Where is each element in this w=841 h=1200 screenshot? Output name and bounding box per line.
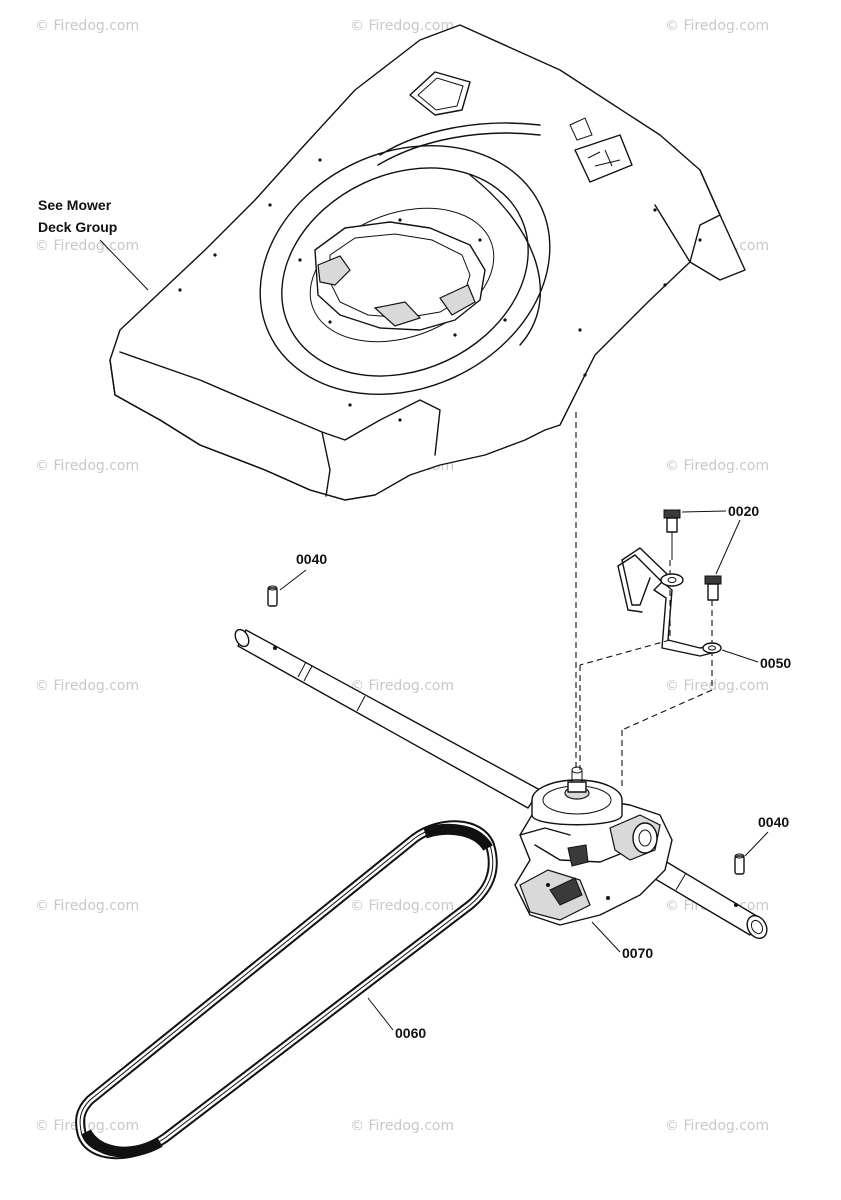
- watermark: © Firedog.com: [35, 18, 139, 34]
- drive-belt-icon: [75, 820, 498, 1160]
- watermark: © Firedog.com: [35, 458, 139, 474]
- callout-belt: 0060: [395, 1025, 426, 1041]
- callout-transmission: 0070: [622, 945, 653, 961]
- shift-bracket-icon: [617, 547, 722, 657]
- watermark: © Firedog.com: [35, 898, 139, 914]
- note-line-1: See Mower: [38, 197, 112, 213]
- watermark: © Firedog.com: [350, 898, 454, 914]
- watermark: © Firedog.com: [350, 18, 454, 34]
- watermark: © Firedog.com: [35, 238, 139, 254]
- watermark: © Firedog.com: [35, 1118, 139, 1134]
- callout-pin-right: 0040: [758, 814, 789, 830]
- watermark: © Firedog.com: [665, 458, 769, 474]
- note-line-2: Deck Group: [38, 219, 117, 235]
- deck-group-note: See Mower Deck Group: [38, 197, 149, 291]
- watermark: © Firedog.com: [35, 678, 139, 694]
- note-leader: [99, 239, 149, 291]
- callout-pin-left: 0040: [296, 551, 327, 567]
- transmission-icon: [514, 766, 673, 926]
- shoulder-bolt-icon: [663, 509, 722, 601]
- watermark: © Firedog.com: [350, 1118, 454, 1134]
- watermark: © Firedog.com: [665, 1118, 769, 1134]
- mower-deck-icon: [109, 24, 746, 501]
- callout-bolt: 0020: [728, 503, 759, 519]
- watermark: © Firedog.com: [665, 678, 769, 694]
- watermark: © Firedog.com: [665, 18, 769, 34]
- drive-axle-icon: [234, 628, 768, 940]
- callouts: 0020 0040 0050 0040 0070 0060: [279, 503, 791, 1041]
- roll-pin-icon: [267, 585, 745, 875]
- callout-bracket: 0050: [760, 655, 791, 671]
- watermark: © Firedog.com: [350, 678, 454, 694]
